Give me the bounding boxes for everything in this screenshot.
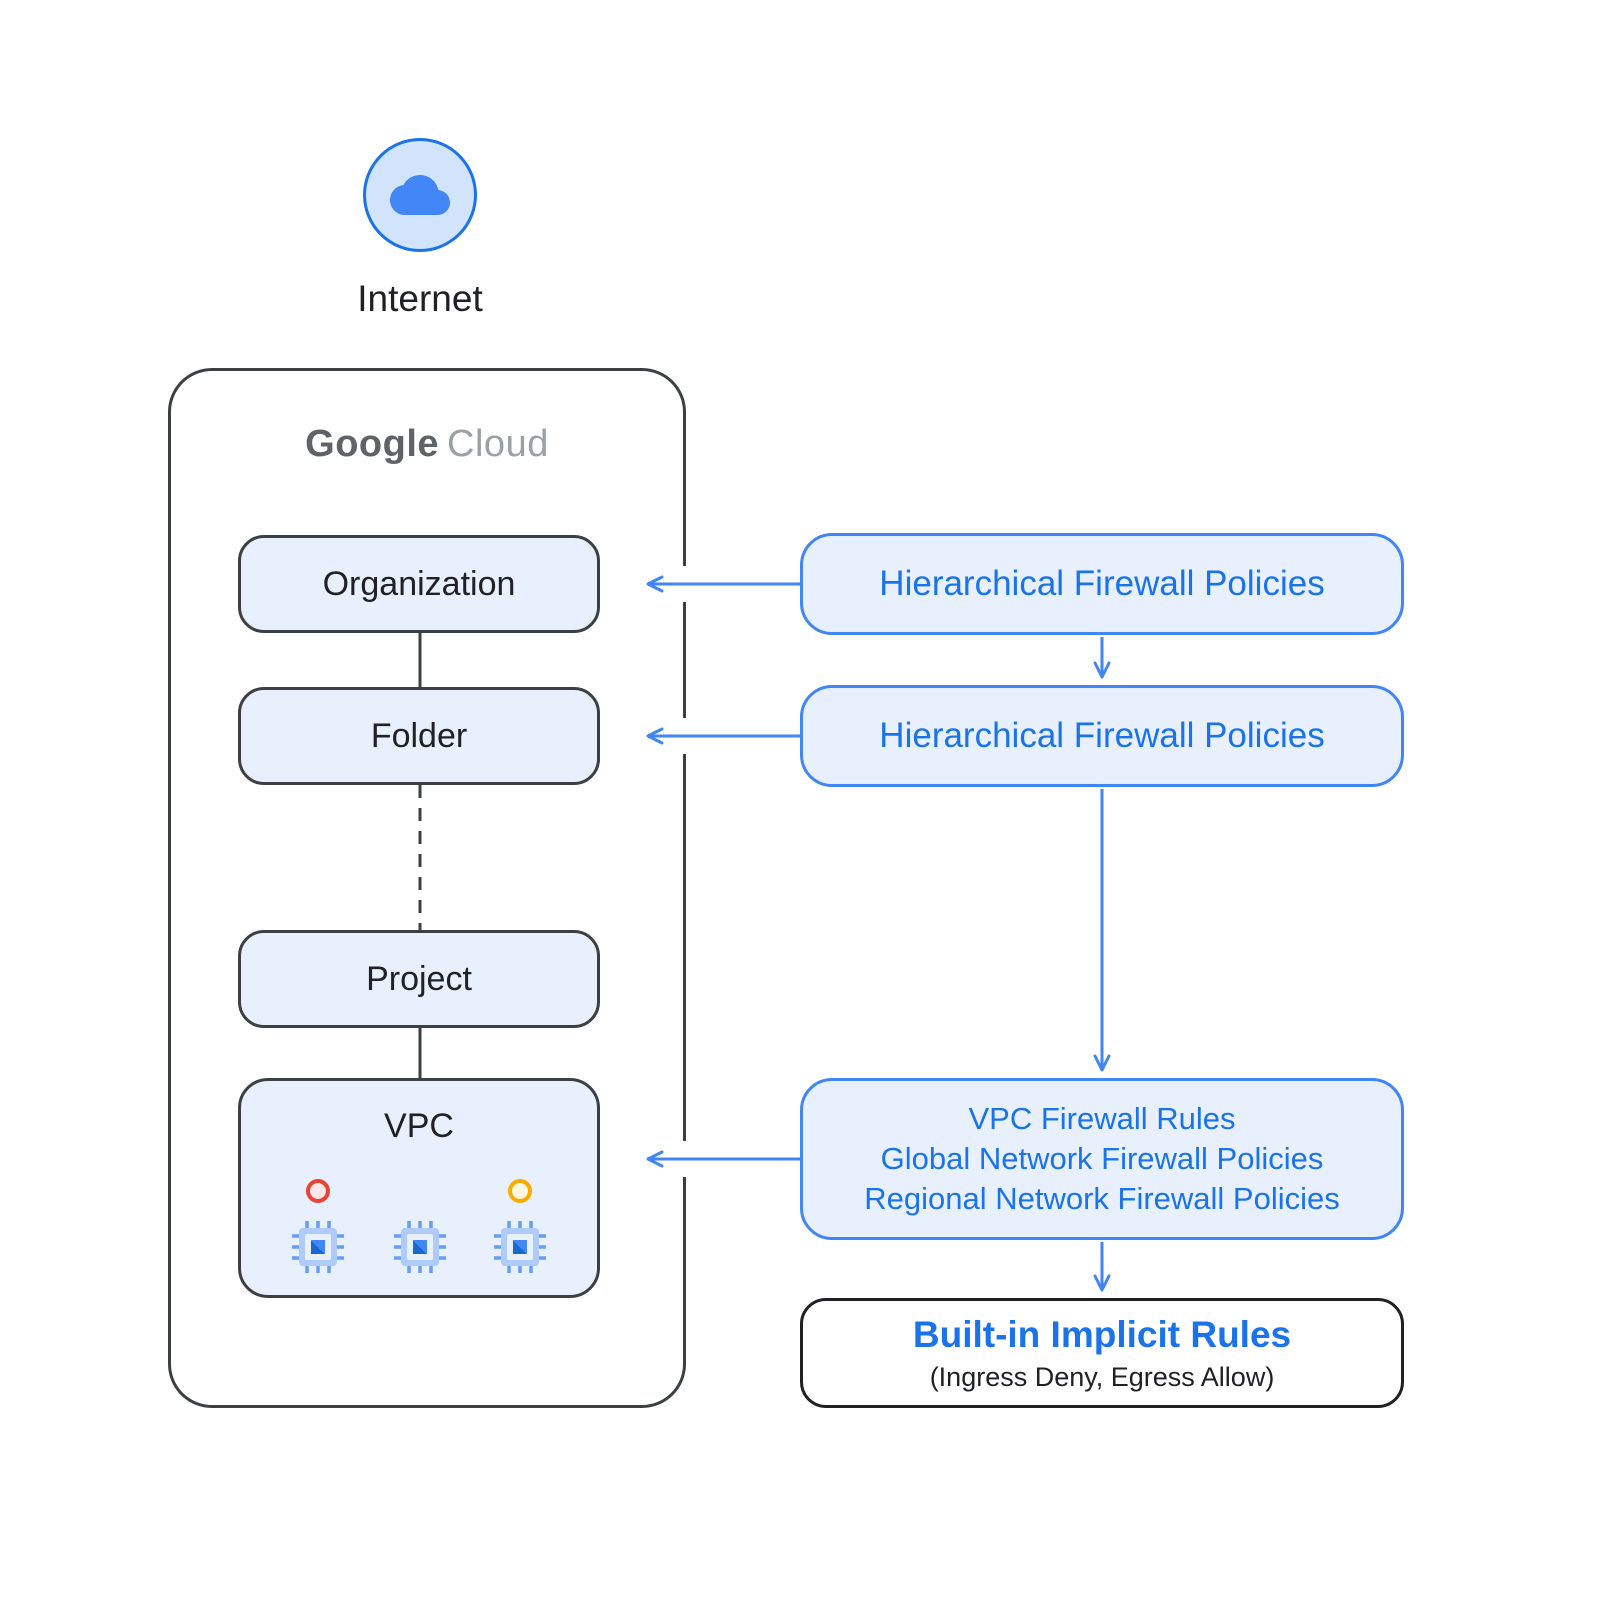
builtin-implicit-rules-title: Built-in Implicit Rules	[912, 1313, 1292, 1355]
vm-chip-icon	[394, 1221, 446, 1273]
cloud-wordmark: Cloud	[447, 423, 549, 465]
vpc-firewall-rules-line-1: VPC Firewall Rules	[968, 1100, 1236, 1136]
internet-label: Internet	[357, 278, 483, 319]
hierarchical-firewall-policies-box-1: Hierarchical Firewall Policies	[800, 533, 1404, 635]
builtin-implicit-rules-box: Built-in Implicit Rules (Ingress Deny, E…	[800, 1298, 1404, 1408]
internet-node: Internet	[330, 138, 510, 320]
vpc-label: VPC	[384, 1107, 454, 1145]
vm-chip-icon	[494, 1221, 546, 1273]
vm-chip-icon	[292, 1221, 344, 1273]
status-dot-yellow-icon	[508, 1179, 532, 1203]
status-dot-red-icon	[306, 1179, 330, 1203]
cloud-glyph	[390, 175, 450, 215]
builtin-implicit-rules-subtitle: (Ingress Deny, Egress Allow)	[929, 1361, 1275, 1392]
folder-node: Folder	[238, 687, 600, 785]
vpc-firewall-rules-line-3: Regional Network Firewall Policies	[864, 1181, 1340, 1217]
vpc-firewall-rules-box: VPC Firewall Rules Global Network Firewa…	[800, 1078, 1404, 1240]
organization-label: Organization	[322, 564, 516, 603]
hierarchical-firewall-policies-box-2: Hierarchical Firewall Policies	[800, 685, 1404, 787]
project-label: Project	[366, 959, 472, 998]
google-wordmark: Google	[305, 423, 440, 465]
hierarchical-firewall-policies-label-2: Hierarchical Firewall Policies	[879, 716, 1325, 755]
internet-cloud-icon	[363, 138, 477, 252]
hierarchical-firewall-policies-label-1: Hierarchical Firewall Policies	[879, 564, 1325, 603]
project-node: Project	[238, 930, 600, 1028]
organization-node: Organization	[238, 535, 600, 633]
vpc-firewall-rules-line-2: Global Network Firewall Policies	[880, 1140, 1324, 1176]
folder-label: Folder	[370, 716, 468, 755]
